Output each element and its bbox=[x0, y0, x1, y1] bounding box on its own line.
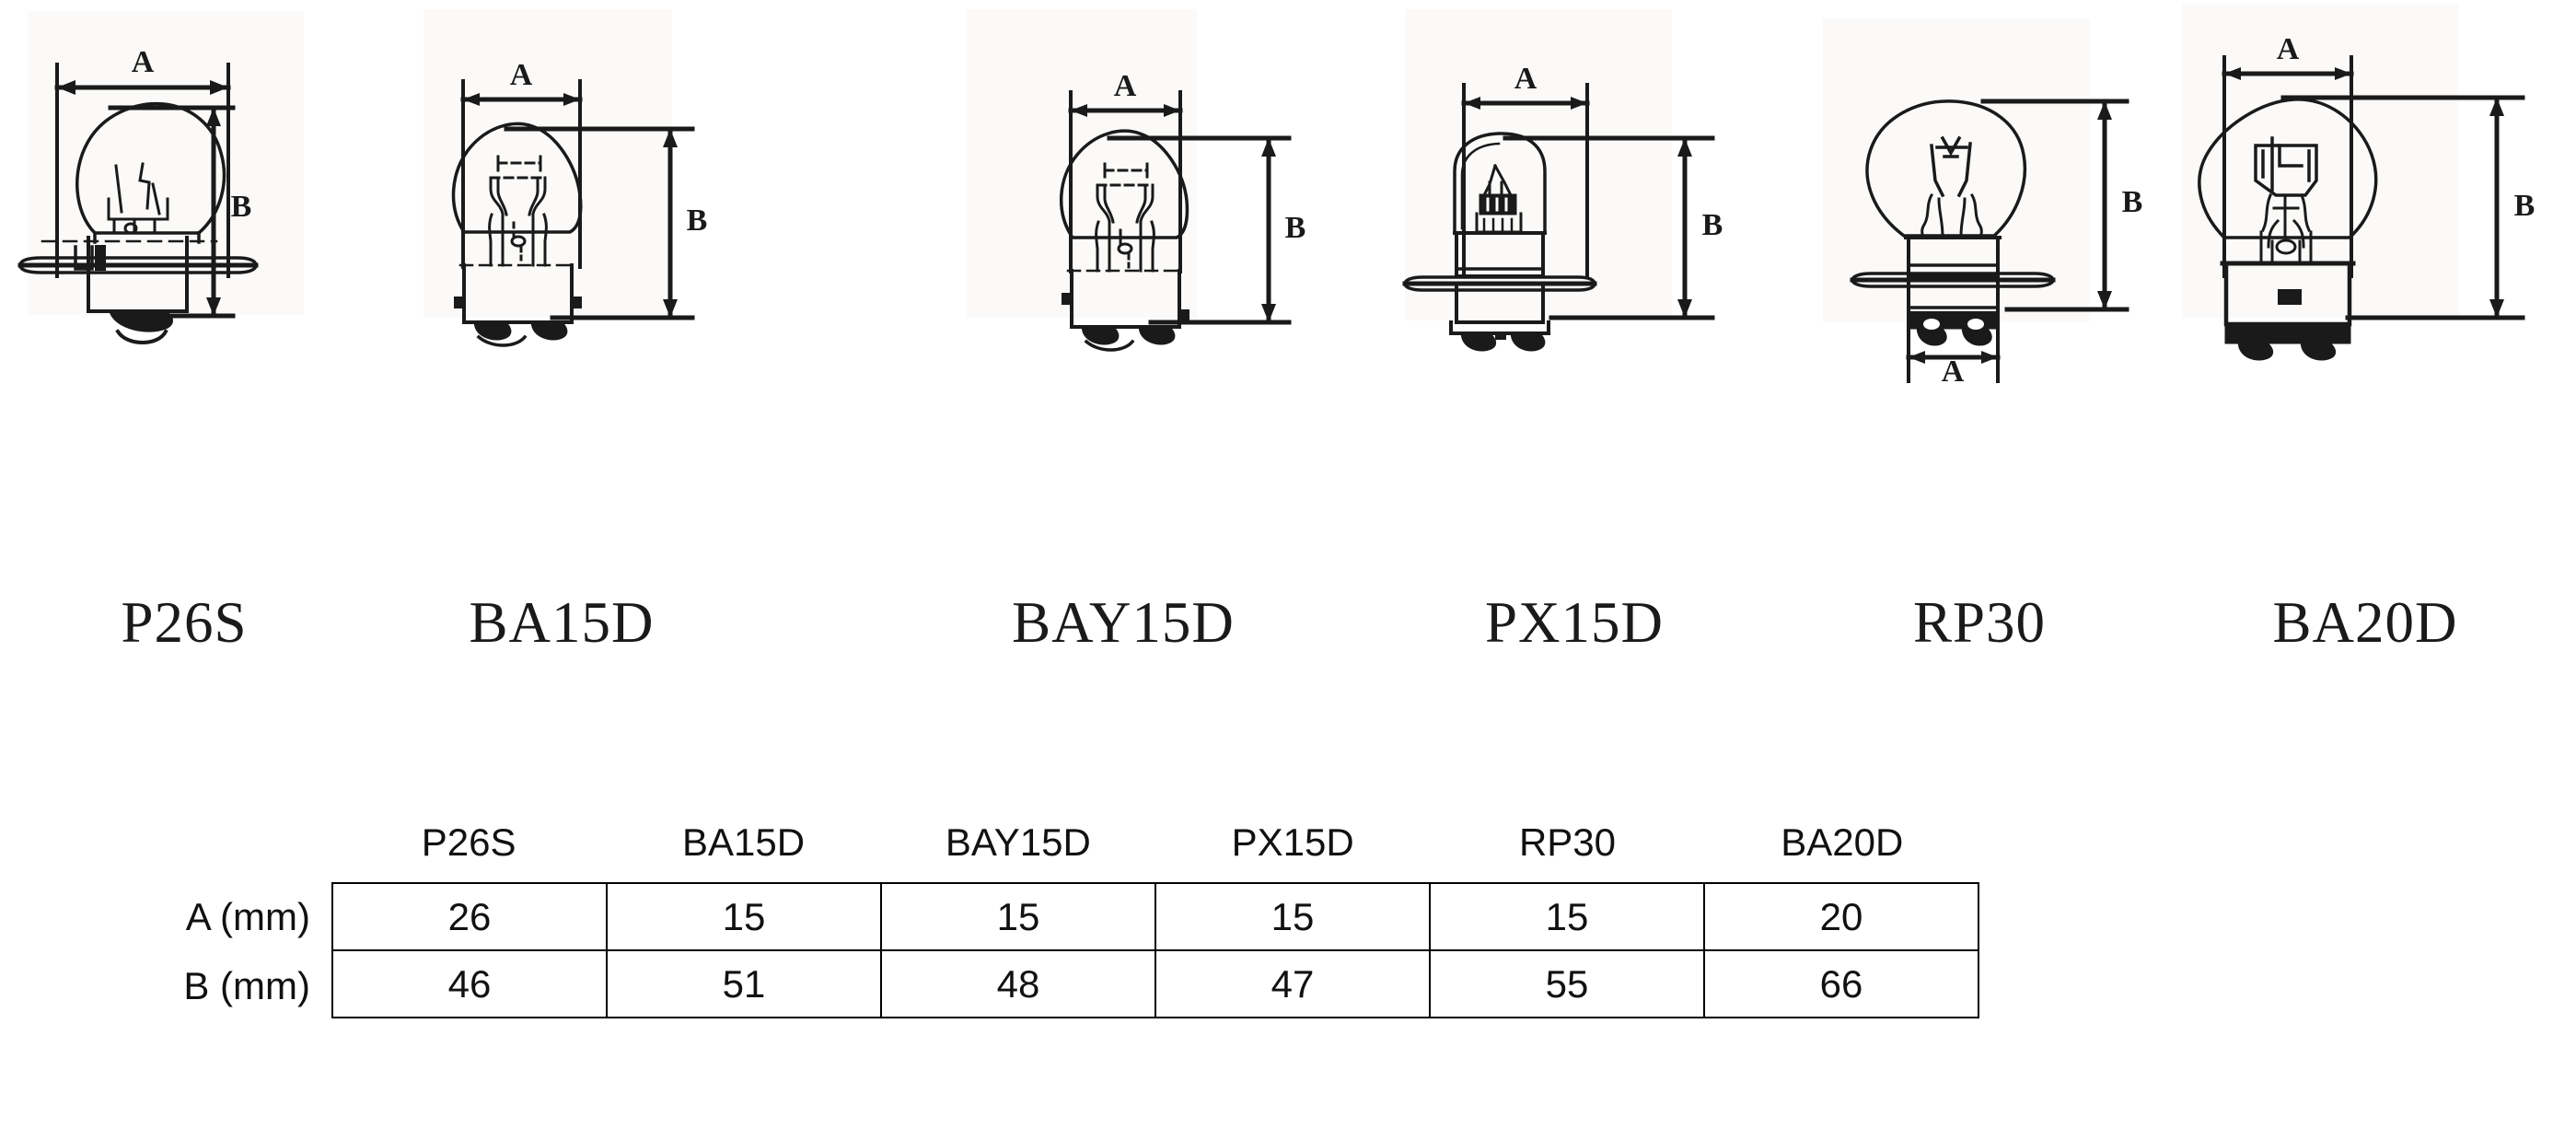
dimension-label-a: A bbox=[1114, 69, 1137, 103]
cell-b-ba20d: 66 bbox=[1703, 949, 1979, 1018]
cell-a-px15d: 15 bbox=[1155, 882, 1431, 951]
cell-a-ba15d: 15 bbox=[606, 882, 882, 951]
bulb-caption-ba15d: BA15D bbox=[469, 590, 655, 655]
bulb-drawing-rp30: AB bbox=[1823, 18, 2143, 389]
row-label-a: A (mm) bbox=[185, 895, 310, 938]
cell-a-rp30: 15 bbox=[1429, 882, 1705, 951]
table-column-headers: P26S BA15D BAY15D PX15D RP30 BA20D bbox=[331, 810, 1979, 875]
bulb-drawing-p26s: AB bbox=[17, 11, 304, 344]
dimension-label-b: B bbox=[231, 190, 252, 224]
cell-b-bay15d: 48 bbox=[880, 949, 1156, 1018]
cell-a-bay15d: 15 bbox=[880, 882, 1156, 951]
dimensions-table-block: P26S BA15D BAY15D PX15D RP30 BA20D A (mm… bbox=[0, 810, 2576, 1050]
table-row: 46 51 48 47 55 66 bbox=[331, 949, 1979, 1018]
dimension-label-b: B bbox=[2122, 185, 2143, 219]
column-header-rp30: RP30 bbox=[1518, 820, 1616, 864]
cell-b-px15d: 47 bbox=[1155, 949, 1431, 1018]
dimension-label-a: A bbox=[2277, 32, 2300, 66]
bulb-caption-p26s: P26S bbox=[121, 590, 248, 655]
cell-b-p26s: 46 bbox=[331, 949, 608, 1018]
dimension-label-a: A bbox=[510, 58, 533, 92]
bulb-caption-bay15d: BAY15D bbox=[1012, 590, 1235, 655]
dimension-label-b: B bbox=[687, 204, 708, 238]
cell-b-ba15d: 51 bbox=[606, 949, 882, 1018]
column-header-ba15d: BA15D bbox=[681, 820, 806, 864]
dimension-label-b: B bbox=[1285, 211, 1306, 245]
bulb-drawing-ba20d: AB bbox=[2182, 5, 2535, 361]
row-label-b: B (mm) bbox=[183, 964, 310, 1007]
bulb-drawing-bay15d: AB bbox=[967, 9, 1306, 352]
cell-a-p26s: 26 bbox=[331, 882, 608, 951]
dimensions-table: 26 15 15 15 15 20 46 51 48 47 55 66 bbox=[331, 882, 1979, 1018]
bulb-caption-px15d: PX15D bbox=[1484, 590, 1665, 655]
table-row: 26 15 15 15 15 20 bbox=[331, 882, 1979, 951]
cell-a-ba20d: 20 bbox=[1703, 882, 1979, 951]
bulb-drawing-ba15d: AB bbox=[424, 9, 708, 347]
dimension-label-b: B bbox=[1702, 208, 1723, 242]
dimension-label-a: A bbox=[132, 45, 155, 79]
bulb-caption-ba20d: BA20D bbox=[2272, 590, 2458, 655]
table-row-labels: A (mm) B (mm) bbox=[0, 882, 327, 1020]
cell-b-rp30: 55 bbox=[1429, 949, 1705, 1018]
dimension-label-a: A bbox=[1514, 62, 1537, 96]
bulb-drawing-px15d: AB bbox=[1402, 9, 1723, 352]
dimension-label-a: A bbox=[1942, 355, 1965, 389]
column-header-px15d: PX15D bbox=[1231, 820, 1354, 864]
dimension-label-b: B bbox=[2514, 189, 2535, 223]
column-header-p26s: P26S bbox=[421, 820, 516, 864]
column-header-bay15d: BAY15D bbox=[945, 820, 1091, 864]
bulb-caption-rp30: RP30 bbox=[1912, 590, 2047, 655]
column-header-ba20d: BA20D bbox=[1781, 820, 1904, 864]
